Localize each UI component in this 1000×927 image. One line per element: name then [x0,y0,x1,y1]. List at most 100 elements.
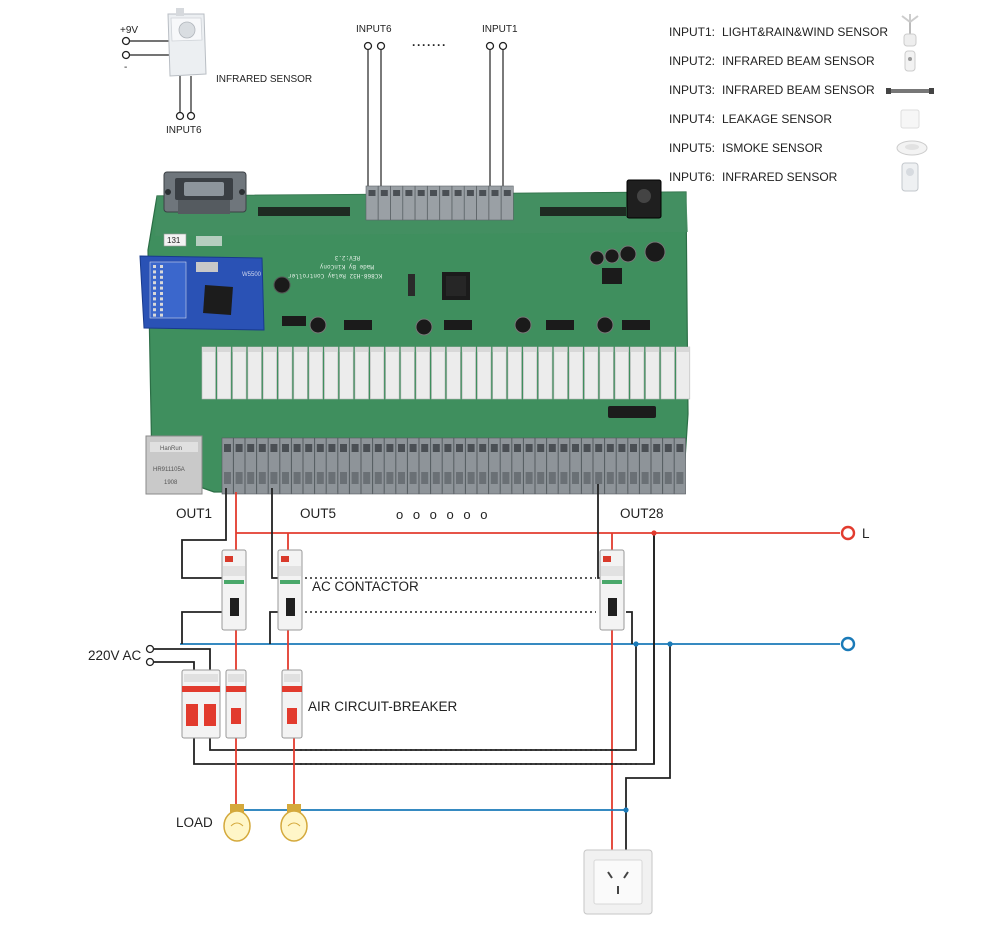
relay [660,346,675,400]
legend-value: LEAKAGE SENSOR [722,112,832,126]
output-terminal [256,437,269,495]
output-terminal [442,437,454,495]
legend-value: ISMOKE SENSOR [722,141,823,155]
relay [461,346,476,400]
relay [446,346,461,400]
input-dots: ······· [412,38,447,52]
smoke-sensor-icon [896,140,928,156]
output-terminal [233,437,246,495]
relay [278,346,293,400]
input6-header-label: INPUT6 [356,24,392,35]
id-tag-text: 131 [167,236,181,245]
output-dots: o o o o o o [396,507,490,522]
relay [385,346,400,400]
relay [262,346,278,400]
relay [400,346,415,400]
output-terminal [465,437,478,495]
output-terminal [488,437,501,495]
supply-terminal-1 [145,644,155,654]
legend-key: INPUT5: [669,141,715,155]
output-terminal [326,437,338,495]
ac-contactor [277,549,303,631]
circuit-breaker [225,669,247,739]
jack-brand: HanRun [160,446,182,452]
relay [431,346,446,400]
ac-contactors [221,549,625,631]
output-terminal [662,437,675,495]
wind-sensor-icon [901,14,919,47]
relay [324,346,339,400]
output-terminal-blocks [221,437,686,495]
ethernet-module: W5500 [139,255,265,331]
legend-key: INPUT4: [669,112,715,126]
output-terminal [581,437,594,495]
input1-header-label: INPUT1 [482,24,518,35]
relay [339,346,354,400]
input-terminal-blocks [365,185,514,221]
legend-key: INPUT3: [669,83,715,97]
output-terminal [349,437,362,495]
input-header: INPUT6 ······· INPUT1 [356,24,518,190]
relay [568,346,584,400]
input6-sensor-label: INPUT6 [166,125,202,136]
breaker-label: AIR CIRCUIT-BREAKER [308,699,458,714]
output-terminal [268,437,280,495]
legend-row: INPUT5: ISMOKE SENSOR [669,140,928,156]
wall-socket [583,849,653,915]
output-terminal [430,437,443,495]
relay [354,346,369,400]
output-terminal [627,437,640,495]
silk-line-2: Made By KinCony [319,263,374,270]
contactor-label: AC CONTACTOR [312,579,419,594]
ac-contactor [221,549,247,631]
relay [614,346,629,400]
beam-bar-icon [886,88,934,94]
relay-row [201,346,691,400]
minus-label: - [124,62,127,73]
relay [553,346,568,400]
relay [232,346,247,400]
output-terminal [569,437,582,495]
relay [599,346,614,400]
board-components [196,236,666,336]
relay [415,346,431,400]
output-terminal [546,437,559,495]
legend-row: INPUT3:INFRARED BEAM SENSOR [669,83,934,97]
relay [645,346,660,400]
relay [492,346,507,400]
output-terminal [314,437,327,495]
legend-key: INPUT6: [669,170,715,184]
legend-value: LIGHT&RAIN&WIND SENSOR [722,25,888,39]
dc-power-jack [626,179,662,219]
output-terminal [453,437,466,495]
legend-row: INPUT6:INFRARED SENSOR [669,162,919,192]
rj45-ethernet-jack: HanRun HR911105A 1908 [145,435,203,495]
legend-value: INFRARED BEAM SENSOR [722,54,875,68]
output-terminal [418,437,431,495]
board-silkscreen: KC868-H32 Relay Controller Made By KinCo… [288,254,382,279]
junctions [623,530,673,813]
supply-label: 220V AC [88,648,142,663]
pir-sensor-icon [167,8,207,77]
relay [369,346,385,400]
legend-row: INPUT2:INFRARED BEAM SENSOR [669,50,916,72]
jack-code-2: 1908 [164,480,178,486]
out28-label: OUT28 [620,506,664,521]
supply-terminal-2 [145,657,155,667]
minus-terminal [121,50,131,60]
legend-row: INPUT1:LIGHT&RAIN&WIND SENSOR [669,14,919,47]
output-terminal [500,437,512,495]
output-terminal [221,437,234,495]
ac-contactor [599,549,625,631]
output-terminal [534,437,547,495]
output-terminal [360,437,373,495]
output-terminal [244,437,257,495]
top-infrared-sensor: +9V - INFRARED SENSOR INPUT6 [120,8,312,136]
plus-terminal [121,36,131,46]
board-label-strip [608,406,656,418]
air-circuit-breakers [181,669,303,739]
out5-label: OUT5 [300,506,336,521]
out1-label: OUT1 [176,506,212,521]
